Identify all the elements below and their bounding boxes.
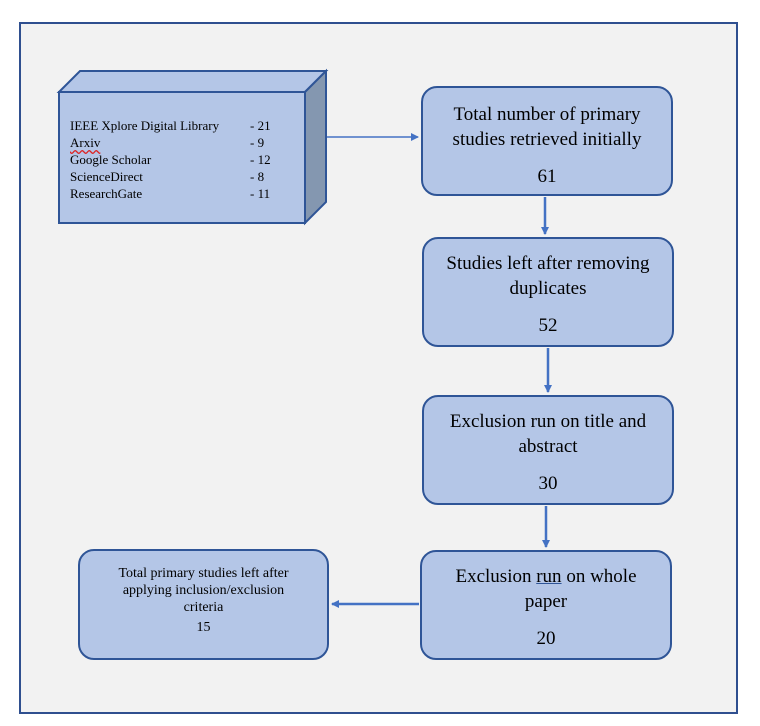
source-row: ResearchGate - 11 [70,185,290,202]
step-final-box: Total primary studies left after applyin… [78,549,329,660]
step-retrieved-box: Total number of primary studies retrieve… [421,86,673,196]
step-retrieved-line2: studies retrieved initially [452,129,642,150]
step-whole-paper-part3: on whole [561,566,637,587]
source-count: - 12 [250,152,271,167]
step-retrieved-count: 61 [537,166,557,187]
source-name: ScienceDirect [70,169,143,184]
source-row: Google Scholar - 12 [70,151,290,168]
source-count: - 11 [250,186,271,201]
step-retrieved-line1: Total number of primary [453,104,641,125]
step-dedup-line1: Studies left after removing [446,253,650,274]
step-title-abstract-line1: Exclusion run on title and [449,411,647,432]
source-count: - 9 [250,135,265,150]
step-whole-paper-part1: Exclusion [455,566,537,587]
source-row: Arxiv - 9 [70,134,290,151]
step-whole-paper-part2: run [536,566,562,587]
step-title-abstract-count: 30 [538,473,558,494]
step-final-line1: Total primary studies left after [118,566,289,581]
step-dedup-box: Studies left after removing duplicates 5… [422,237,674,347]
source-name: Google Scholar [70,152,152,167]
source-row: ScienceDirect - 8 [70,168,290,185]
step-whole-paper-line2: paper [524,591,568,612]
step-final-count: 15 [196,620,211,635]
source-name: Arxiv [70,135,101,150]
step-final-line2: applying inclusion/exclusion [122,583,285,598]
step-final-line3: criteria [183,600,224,615]
step-title-abstract-line2: abstract [518,436,578,457]
step-whole-paper-count: 20 [536,628,556,649]
step-dedup-count: 52 [538,315,558,336]
source-list: IEEE Xplore Digital Library - 21 Arxiv -… [70,117,290,202]
source-count: - 21 [250,118,271,133]
source-name: IEEE Xplore Digital Library [70,118,220,133]
source-name: ResearchGate [70,186,143,201]
source-count: - 8 [250,169,265,184]
step-whole-paper-line1: Exclusion run on whole [422,552,670,589]
source-row: IEEE Xplore Digital Library - 21 [70,117,290,134]
step-whole-paper-box: Exclusion run on whole paper 20 [420,550,672,660]
step-dedup-line2: duplicates [509,278,587,299]
cube-front-face [58,91,306,224]
step-title-abstract-box: Exclusion run on title and abstract 30 [422,395,674,505]
